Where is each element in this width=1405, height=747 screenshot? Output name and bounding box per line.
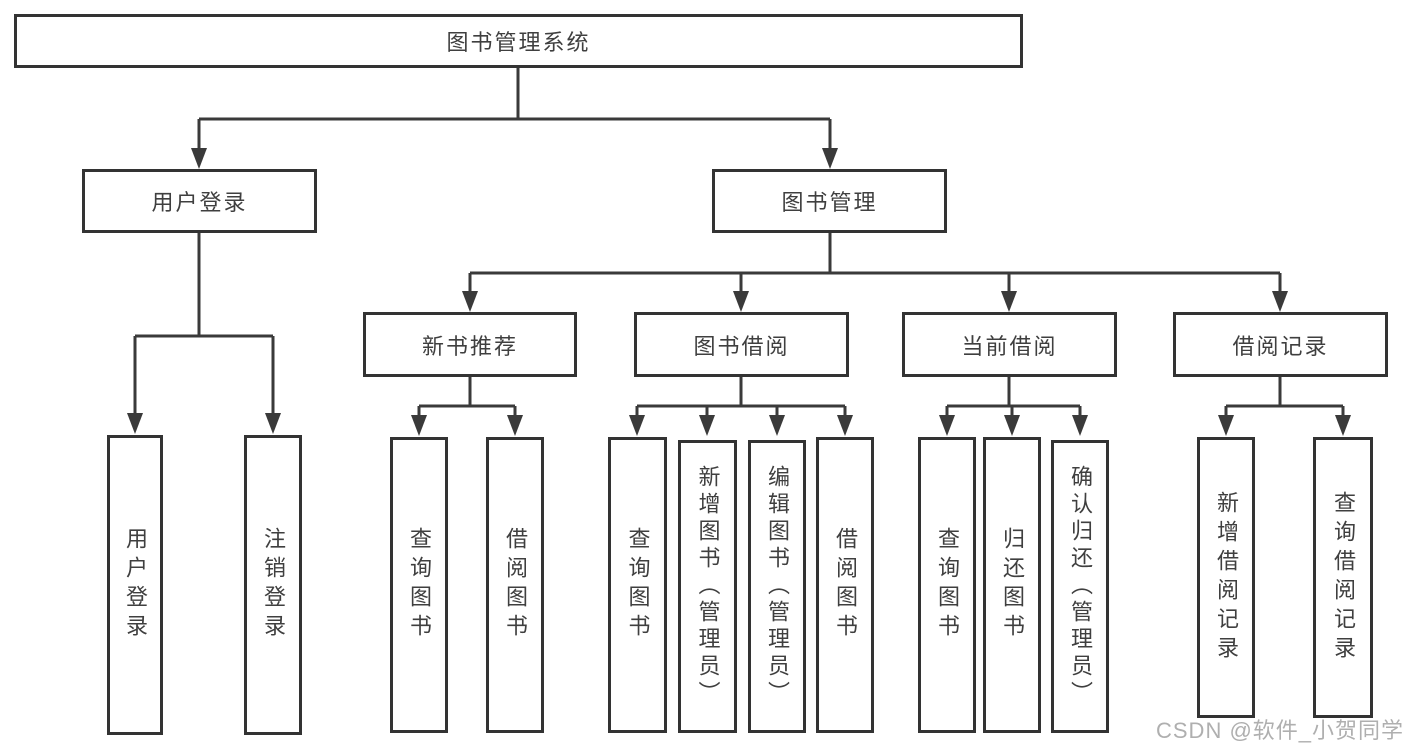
leaf-query-borrow-record: 查询借阅记录 [1313,437,1373,718]
leaf-add-borrow-record: 新增借阅记录 [1197,437,1255,718]
node-new-book-recommend: 新书推荐 [363,312,577,377]
leaf-query-books-recommend: 查询图书 [390,437,448,733]
tree-edges [133,68,1345,420]
node-book-borrow: 图书借阅 [634,312,849,377]
node-user-login: 用户登录 [82,169,317,233]
node-current-borrow: 当前借阅 [902,312,1117,377]
node-borrow-records: 借阅记录 [1173,312,1388,377]
leaf-borrow-books: 借阅图书 [816,437,874,733]
leaf-edit-books-admin: 编辑图书（管理员） [748,440,806,733]
leaf-add-books-admin: 新增图书（管理员） [678,440,737,733]
leaf-user-login: 用户登录 [107,435,163,735]
leaf-borrow-books-recommend: 借阅图书 [486,437,544,733]
node-book-management: 图书管理 [712,169,947,233]
leaf-query-books-borrow: 查询图书 [608,437,667,733]
leaf-logout: 注销登录 [244,435,302,735]
leaf-query-books-current: 查询图书 [918,437,976,733]
csdn-watermark: CSDN @软件_小贺同学 [1156,718,1405,743]
node-root: 图书管理系统 [14,14,1023,68]
leaf-confirm-return-admin: 确认归还（管理员） [1051,440,1109,733]
leaf-return-books: 归还图书 [983,437,1041,733]
arrowheads [127,148,1351,436]
